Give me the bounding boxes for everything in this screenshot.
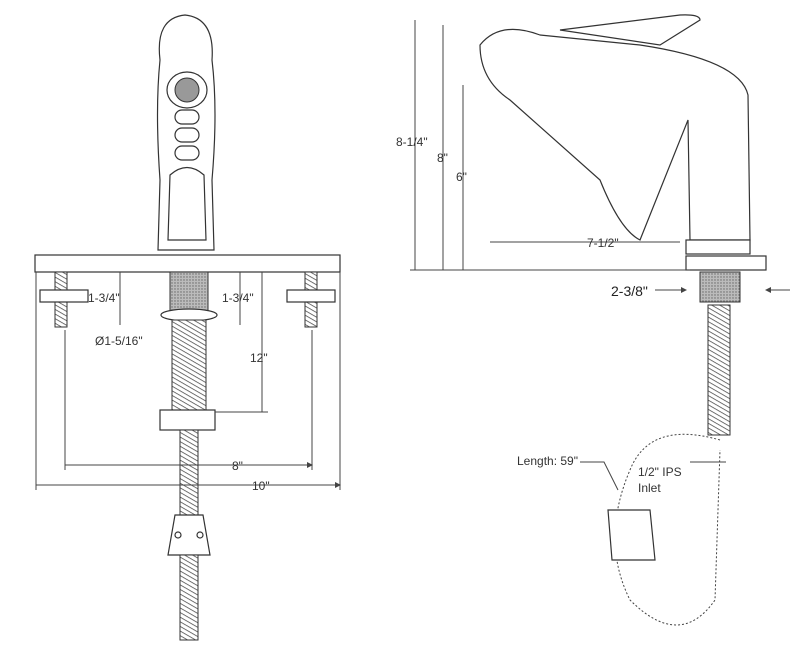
dim-deck-width: 10"	[252, 479, 270, 493]
dim-spout-reach: 7-1/2"	[587, 236, 619, 250]
hose-length-label: Length: 59"	[517, 454, 578, 468]
dim-hose-drop: 12"	[250, 351, 268, 365]
dim-spout-height: 6"	[456, 170, 467, 184]
front-view	[34, 14, 341, 641]
dim-diameter: Ø1-5/16"	[95, 334, 143, 348]
dim-shank-left: 1-3/4"	[88, 291, 120, 305]
dim-base-diameter: 2-3/8"	[611, 283, 648, 299]
inlet-label-line2: Inlet	[638, 481, 661, 495]
dim-shank-right: 1-3/4"	[222, 291, 254, 305]
inlet-label-line1: 1/2" IPS	[638, 465, 682, 479]
dim-center-spread: 8"	[232, 459, 243, 473]
dim-height: 8"	[437, 151, 448, 165]
side-view	[410, 14, 790, 626]
dim-overall-height: 8-1/4"	[396, 135, 428, 149]
